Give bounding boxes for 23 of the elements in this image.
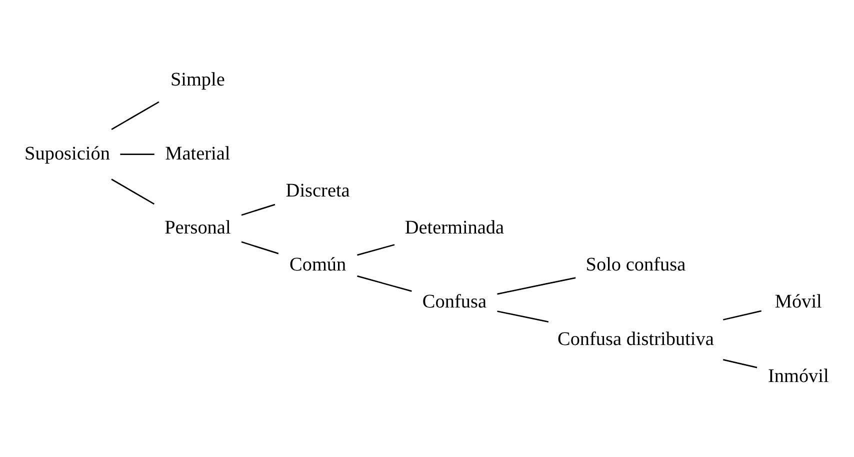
node-text: Confusa distributiva <box>558 328 714 350</box>
node-text: Simple <box>170 69 225 90</box>
node-text: Material <box>165 143 230 164</box>
connector <box>497 277 576 295</box>
connector <box>111 101 160 130</box>
connector <box>357 275 412 292</box>
connector <box>120 154 154 156</box>
connector <box>357 244 395 256</box>
connector <box>111 178 155 205</box>
node-text: Móvil <box>774 292 822 313</box>
node-text: Personal <box>164 218 231 239</box>
node-text: Discreta <box>286 180 350 202</box>
connector <box>723 359 758 368</box>
connector <box>497 310 549 323</box>
node-text: Inmóvil <box>768 366 829 387</box>
node-text: Común <box>290 254 346 276</box>
node-text: Determinada <box>404 218 504 239</box>
connector <box>722 310 762 320</box>
node-text: Suposición <box>24 143 110 164</box>
node-text: Solo confusa <box>586 254 686 276</box>
connector <box>241 241 279 254</box>
node-text: Confusa <box>422 292 486 313</box>
connector <box>241 204 276 216</box>
